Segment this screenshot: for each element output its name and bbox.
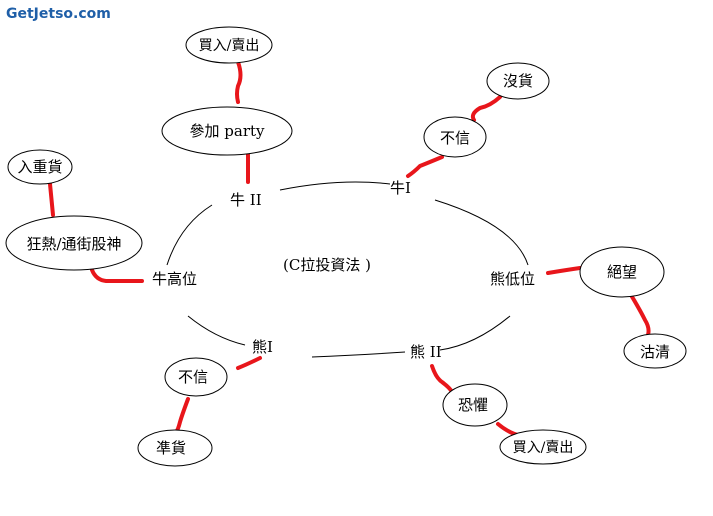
connector-disbelief-bull1 [406,155,444,178]
bubbles [5,26,687,467]
connector-bear2-fear [430,364,454,394]
cycle-labels: 牛高位 牛 II 牛I 熊低位 熊 II 熊I (C拉投資法 ) [152,179,535,361]
bubble-sell-off [623,333,687,369]
connector-disbelief-stockup [174,397,190,434]
bubble-stock-up [137,429,213,467]
bubble-disbelief-top [423,116,487,158]
label-buy-sell-top: 買入/賣出 [199,38,260,54]
connector-heavy-frenzy [48,182,55,217]
label-stock-up: 凖貨 [156,439,186,457]
label-bear-1: 熊I [252,338,273,356]
bubble-buy-sell-bottom [499,429,587,465]
connector-despair-selloff [629,293,651,337]
cycle-arcs [166,181,529,358]
bubble-labels: 買入/賣出 參加 party 沒貨 不信 入重貨 狂熱/通街股神 絕望 沽清 不… [17,38,670,457]
label-bull-1: 牛I [390,179,411,197]
label-disbelief-top: 不信 [440,129,470,147]
connector-bear1-disbelief [236,356,262,370]
label-sell-off: 沽清 [640,343,670,361]
arc-bottom-left [187,315,246,346]
label-no-stock: 沒貨 [503,72,533,90]
label-buy-sell-bottom: 買入/賣出 [513,440,574,456]
label-heavy-stock: 入重貨 [17,158,62,176]
bubble-despair [579,246,665,298]
bubble-frenzy [5,215,143,271]
connector-nostock-disbelief [470,95,502,122]
bubble-disbelief-bottom [164,357,228,397]
connector-bearlow-despair [546,266,582,275]
watermark-logo: GetJetso.com [6,6,111,22]
label-disbelief-bottom: 不信 [178,368,208,386]
label-bull-2: 牛 II [230,191,262,209]
bubble-join-party [161,106,293,156]
connector-buysell-party [235,60,243,104]
arc-left [166,204,213,266]
label-fear: 恐懼 [458,396,488,414]
arc-bottom [311,351,406,358]
label-bear-low: 熊低位 [490,270,535,288]
bubble-no-stock [486,62,550,100]
label-despair: 絕望 [607,263,637,281]
bubble-buy-sell-top [185,26,273,64]
arc-top-right [434,199,529,266]
bubble-fear [442,383,508,427]
bubble-heavy-stock [7,149,73,185]
label-frenzy: 狂熱/通街股神 [26,235,121,253]
label-bear-2: 熊 II [410,343,442,361]
label-center: (C拉投資法 ) [283,256,371,274]
label-bull-high: 牛高位 [152,270,197,288]
arc-top [279,181,391,191]
arc-bottom-right [439,315,511,351]
label-join-party: 參加 party [190,122,266,140]
connector-frenzy-bullhigh [90,268,144,283]
